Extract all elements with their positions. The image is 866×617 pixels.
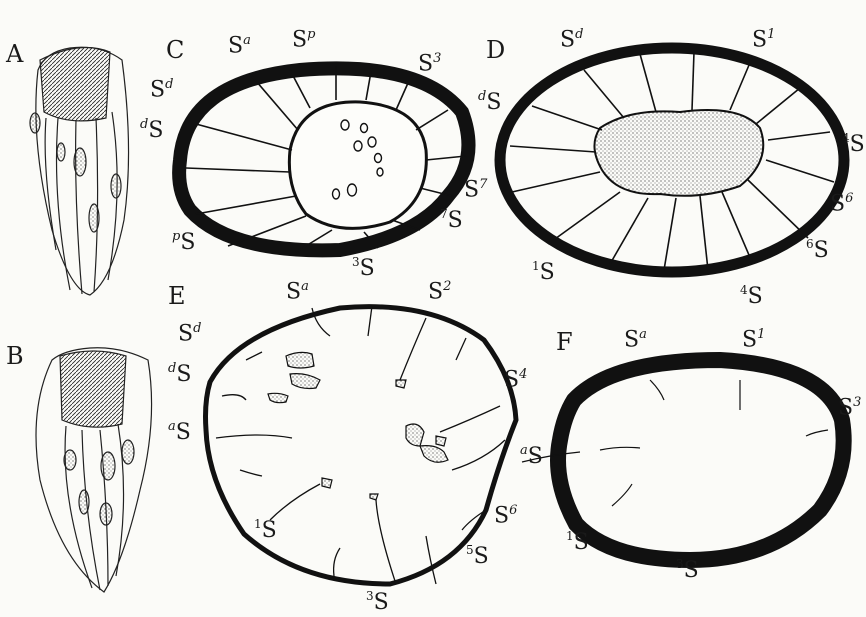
- c-label-s7: S7: [464, 178, 487, 201]
- panel-c-section: [179, 66, 468, 252]
- f-label-1s: 1S: [566, 532, 589, 554]
- d-label-6s: 6S: [806, 240, 829, 262]
- e-label-s6: S6: [494, 504, 517, 527]
- e-label-3s: 3S: [366, 592, 389, 614]
- c-label-sa: Sa: [228, 34, 251, 57]
- e-label-5s: 5S: [466, 546, 489, 568]
- c-label-s3: S3: [418, 52, 441, 75]
- panel-b-seed: [36, 348, 152, 592]
- panel-letter-b: B: [6, 344, 24, 368]
- c-label-ps: pS: [172, 232, 195, 254]
- f-label-sa: Sa: [624, 328, 647, 351]
- c-label-7s: 7S: [440, 210, 463, 232]
- f-label-as: aS: [520, 446, 543, 468]
- panel-letter-f: F: [556, 330, 573, 354]
- panel-a-seed: [30, 47, 129, 295]
- c-label-sd: Sd: [150, 78, 173, 101]
- d-label-ds: dS: [478, 92, 501, 114]
- c-label-ds: dS: [140, 120, 163, 142]
- c-label-sp: Sp: [292, 28, 315, 51]
- panel-d-section: [500, 48, 844, 272]
- e-label-s2: S2: [428, 280, 451, 303]
- f-label-3s: 3S: [676, 560, 699, 582]
- d-label-sd: Sd: [560, 28, 583, 51]
- panel-letter-e: E: [168, 284, 186, 308]
- f-label-s3: S3: [838, 396, 861, 419]
- panel-letter-d: D: [486, 38, 505, 62]
- e-label-1s: 1S: [254, 520, 277, 542]
- e-label-sa: Sa: [286, 280, 309, 303]
- c-label-3s: 3S: [352, 258, 375, 280]
- panel-letter-c: C: [166, 38, 184, 62]
- d-label-s1: S1: [752, 28, 775, 51]
- e-label-ds: dS: [168, 364, 191, 386]
- f-label-s1: S1: [742, 328, 765, 351]
- e-label-s4: S4: [504, 368, 527, 391]
- e-label-as: aS: [168, 422, 191, 444]
- panel-letter-a: A: [6, 42, 23, 66]
- d-label-4s: 4S: [842, 134, 865, 156]
- e-label-sd: Sd: [178, 322, 201, 345]
- d-label-1s: 1S: [532, 262, 555, 284]
- d-label-4s-bottom: 4S: [740, 286, 763, 308]
- d-label-s6: S6: [830, 192, 853, 215]
